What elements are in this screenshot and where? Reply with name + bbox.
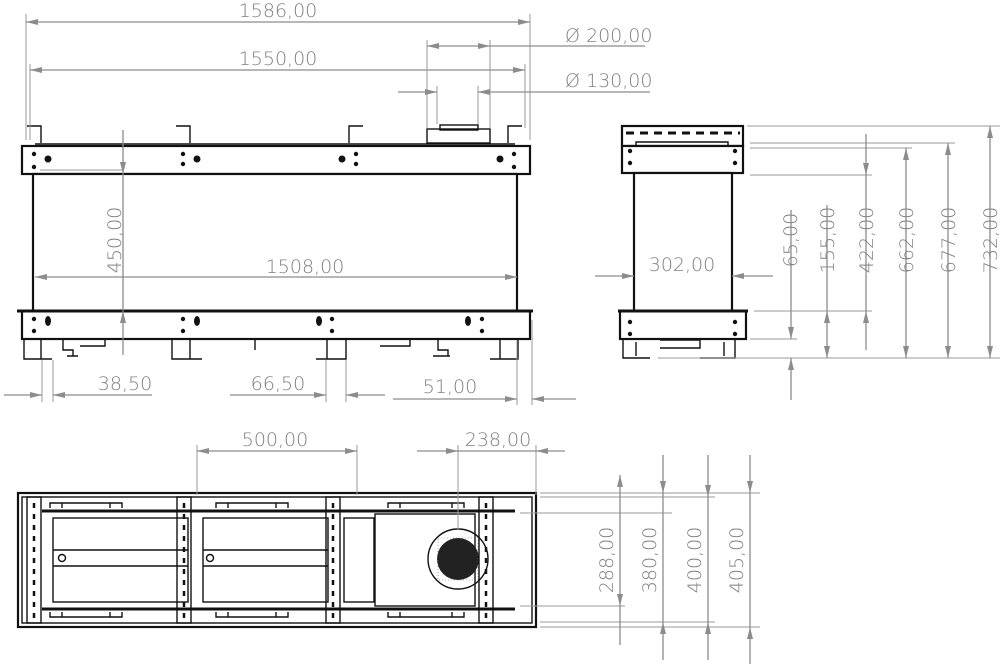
dim-height-155: 155,00 <box>817 207 839 273</box>
dim-depth-405: 405,00 <box>726 527 748 593</box>
front-view: 1586,00 1550,00 Ø 200,00 Ø 130,00 450,00… <box>4 0 652 405</box>
dim-depth-380: 380,00 <box>639 527 661 593</box>
dim-height-422: 422,00 <box>856 207 878 273</box>
side-top-cover <box>620 124 745 148</box>
mounting-brackets <box>27 125 522 143</box>
dim-overall-width: 1586,00 <box>239 0 318 22</box>
frame-straps <box>26 496 494 624</box>
frame-holes <box>31 151 517 334</box>
top-frame <box>20 144 532 176</box>
dim-flue-inner-diameter: Ø 130,00 <box>565 70 652 92</box>
side-holes <box>627 148 738 337</box>
burner-tray-1 <box>52 517 189 603</box>
dim-depth-288: 288,00 <box>596 527 618 593</box>
dim-opening-height: 450,00 <box>104 207 126 273</box>
side-body <box>632 171 734 313</box>
flue-fan <box>427 528 489 590</box>
dim-flue-outer-diameter: Ø 200,00 <box>565 25 652 47</box>
side-view: 302,00 65,00 155,00 422,00 662,00 677,00… <box>595 124 1000 400</box>
dim-right-foot-offset: 51,00 <box>423 376 477 398</box>
dim-depth: 302,00 <box>649 254 715 276</box>
bottom-frame <box>20 309 532 341</box>
dim-left-foot-offset: 38,50 <box>98 373 152 395</box>
dim-depth-400: 400,00 <box>684 527 706 593</box>
dim-height-662: 662,00 <box>896 207 918 273</box>
flue-collar <box>426 128 491 144</box>
dim-height-65: 65,00 <box>780 213 802 267</box>
dim-mid-foot-width: 66,50 <box>251 373 305 395</box>
burner-tray-2 <box>202 517 329 603</box>
dim-height-677: 677,00 <box>938 207 960 273</box>
firebox-body <box>31 172 519 313</box>
dim-flue-offset: 238,00 <box>465 429 531 451</box>
dim-opening-width: 1508,00 <box>266 256 345 278</box>
top-view: 500,00 238,00 288,00 380,00 400,00 405,0… <box>16 429 760 664</box>
dim-height-732: 732,00 <box>980 207 1000 273</box>
dim-frame-width: 1550,00 <box>239 48 318 70</box>
feet <box>23 338 519 360</box>
dim-module-spacing: 500,00 <box>242 429 308 451</box>
clips <box>49 502 465 618</box>
